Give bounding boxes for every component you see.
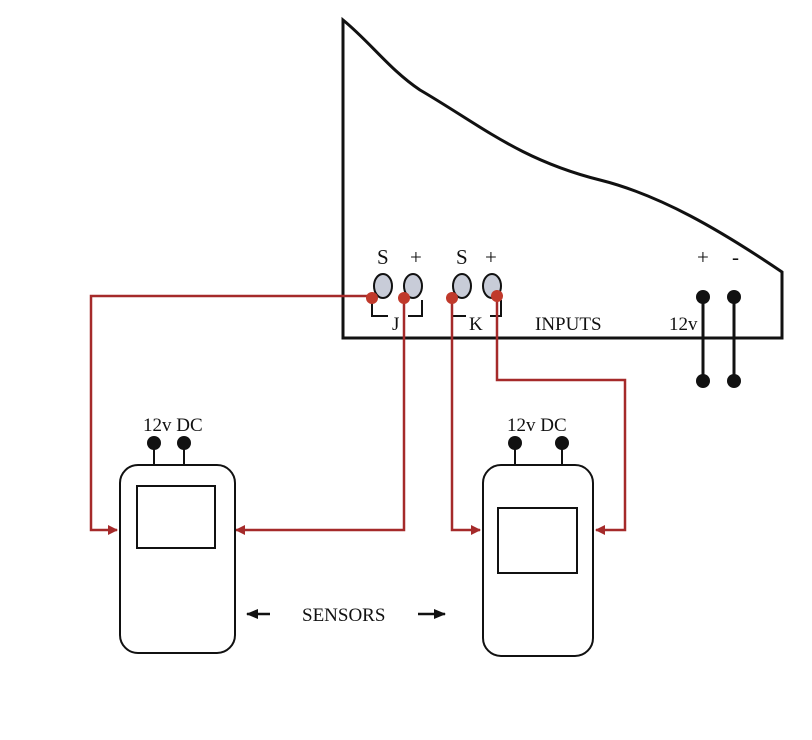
terminal-j-s — [373, 273, 393, 299]
group-label-j: J — [392, 314, 399, 335]
power-lead-plus — [696, 374, 710, 388]
terminal-k-s — [452, 273, 472, 299]
sensors-caption: SENSORS — [302, 605, 385, 626]
left-sensor-power-terminal-2 — [177, 436, 191, 450]
group-label-k: K — [469, 314, 483, 335]
wire-node-k-plus — [491, 290, 503, 302]
left-sensor-power-label: 12v DC — [143, 415, 203, 436]
wire-node-j-s — [366, 292, 378, 304]
terminal-j-plus — [403, 273, 423, 299]
power-terminal-plus — [696, 290, 710, 304]
terminal-label-j-plus: + — [410, 245, 422, 269]
left-sensor-power-terminal-1 — [147, 436, 161, 450]
wire-j-plus-to-left-sensor — [235, 298, 406, 535]
wire-node-k-s — [446, 292, 458, 304]
power-lead-minus — [727, 374, 741, 388]
wire-j-s-to-left-sensor — [89, 294, 372, 535]
right-sensor-power-label: 12v DC — [507, 415, 567, 436]
left-sensor-display — [136, 485, 216, 549]
power-terminal-minus — [727, 290, 741, 304]
right-sensor-power-terminal-2 — [555, 436, 569, 450]
power-label-minus: - — [732, 245, 739, 269]
power-12v-label: 12v — [669, 314, 698, 335]
wire-k-plus-to-right-sensor — [495, 296, 627, 535]
wire-k-s-to-right-sensor — [450, 298, 481, 535]
right-sensor-display — [497, 507, 578, 574]
terminal-label-k-s: S — [456, 245, 468, 269]
wire-node-j-plus — [398, 292, 410, 304]
inputs-label: INPUTS — [535, 314, 602, 335]
controller-housing — [341, 16, 784, 340]
terminal-label-k-plus: + — [485, 245, 497, 269]
terminal-label-j-s: S — [377, 245, 389, 269]
right-sensor-power-terminal-1 — [508, 436, 522, 450]
power-label-plus: + — [697, 245, 709, 269]
